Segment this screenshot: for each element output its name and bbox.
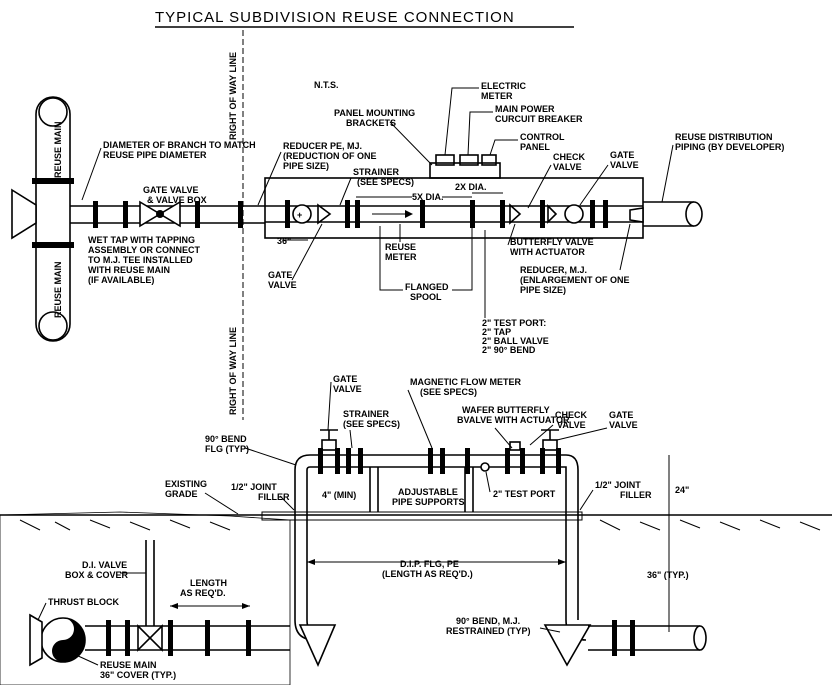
strainer-section-label: STRAINER(SEE SPECS) xyxy=(343,409,400,429)
section-dimensions xyxy=(170,455,670,632)
dip-flg-label: D.I.P. FLG, PE(LENGTH AS REQ'D.) xyxy=(382,559,473,579)
branch-pipe-plan xyxy=(70,200,265,228)
dim-24-label: 24" xyxy=(675,485,689,495)
control-panel-plan xyxy=(429,154,501,179)
dim-36-typ-label: 36" (TYP.) xyxy=(647,570,689,580)
riser-right xyxy=(543,470,592,667)
underground-piping xyxy=(29,540,707,667)
meter-run-section xyxy=(294,429,579,474)
reuse-main-plan: REUSE MAIN REUSE MAIN xyxy=(11,96,74,342)
two-x-dia-label: 2X DIA. xyxy=(455,182,487,192)
drawing-title: TYPICAL SUBDIVISION REUSE CONNECTION xyxy=(155,9,515,26)
magnetic-meter-label: MAGNETIC FLOW METER(SEE SPECS) xyxy=(410,377,521,397)
pipe-supports xyxy=(364,467,479,513)
gate-valve-box-label: GATE VALVE& VALVE BOX xyxy=(143,185,207,205)
riser-left xyxy=(294,470,337,667)
test-port-section-label: 2" TEST PORT xyxy=(493,489,556,499)
dim-36-label: 36" xyxy=(277,236,291,246)
row-line-label-bottom: RIGHT OF WAY LINE xyxy=(228,327,238,415)
bend-mj-label: 90° BEND, M.J.RESTRAINED (TYP) xyxy=(446,616,531,636)
reuse-main-label-bottom: REUSE MAIN xyxy=(53,261,63,318)
thrust-block-label: THRUST BLOCK xyxy=(48,597,119,607)
four-min-label: 4" (MIN) xyxy=(322,490,356,500)
five-x-dia-label: 5X DIA. xyxy=(412,192,444,202)
svg-text:+: + xyxy=(297,210,302,220)
meter-run-plan: + xyxy=(265,200,643,241)
nts-label: N.T.S. xyxy=(314,80,339,90)
strainer-plan-label: STRAINER(SEE SPECS) xyxy=(353,167,414,187)
row-line-label-top: RIGHT OF WAY LINE xyxy=(228,52,238,140)
distribution-pipe-plan xyxy=(629,201,703,227)
reuse-main-label-top: REUSE MAIN xyxy=(53,121,63,178)
